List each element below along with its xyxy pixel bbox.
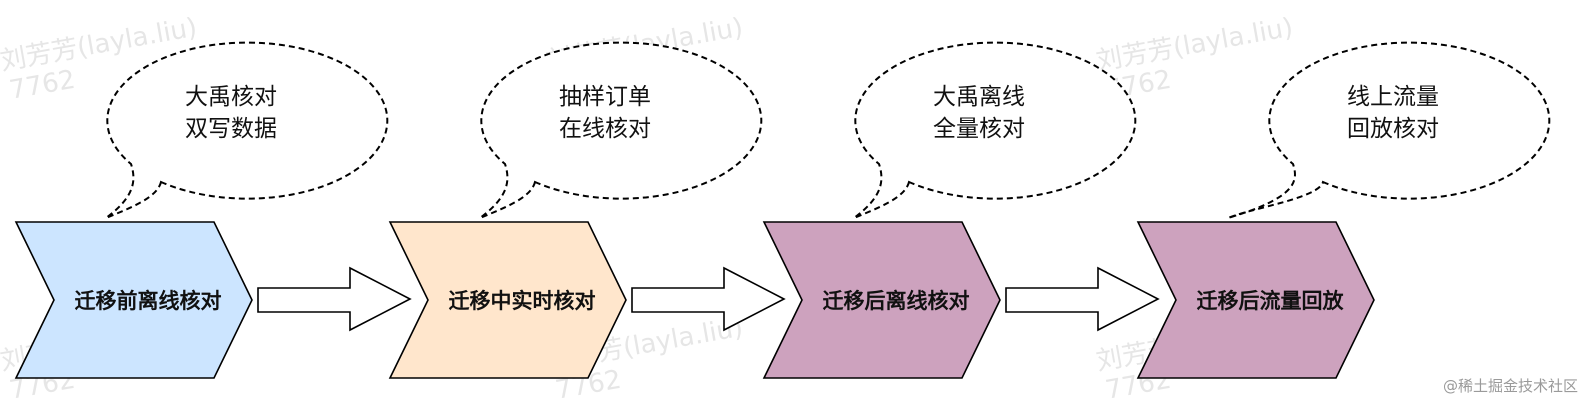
flow-arrow — [631, 266, 786, 332]
chevron-shape — [388, 221, 627, 379]
bubble-outline — [1227, 41, 1551, 219]
bubble-outline — [105, 41, 389, 219]
stage-label: 迁移中实时核对 — [449, 289, 596, 313]
flow-arrow — [257, 266, 412, 332]
credit-text: @稀土掘金技术社区 — [1442, 377, 1578, 395]
bubble-text-line: 回放核对 — [1347, 116, 1439, 142]
flow-arrow — [1005, 266, 1160, 332]
stage-label: 迁移后流量回放 — [1197, 289, 1345, 313]
bubble-text-line: 抽样订单 — [559, 84, 651, 110]
bubble-text-line: 全量核对 — [933, 116, 1025, 142]
bubble-outline — [479, 41, 763, 219]
stage-chevron: 迁移后离线核对 — [762, 221, 1001, 379]
flow-arrows — [257, 266, 1160, 332]
bubble-text-line: 在线核对 — [559, 116, 651, 142]
bubble-outline — [853, 41, 1137, 219]
bubble-text-line: 双写数据 — [185, 116, 277, 142]
bubble-text-line: 大禹核对 — [185, 84, 277, 110]
chevron-shape — [762, 221, 1001, 379]
stage-label: 迁移后离线核对 — [823, 289, 970, 313]
stage-chevron: 迁移后流量回放 — [1136, 221, 1375, 379]
bubble-text-line: 线上流量 — [1347, 84, 1439, 110]
chevron-shape — [14, 221, 253, 379]
stage-label: 迁移前离线核对 — [75, 289, 222, 313]
watermark-line1: 刘芳芳(layla.liu) — [1094, 13, 1295, 77]
stage-chevrons: 迁移前离线核对 迁移中实时核对 迁移后离线核对 迁移后流量回放 — [14, 221, 1375, 379]
stage-chevron: 迁移前离线核对 — [14, 221, 253, 379]
stage-chevron: 迁移中实时核对 — [388, 221, 627, 379]
chevron-shape — [1136, 221, 1375, 379]
bubble-text-line: 大禹离线 — [933, 84, 1025, 110]
